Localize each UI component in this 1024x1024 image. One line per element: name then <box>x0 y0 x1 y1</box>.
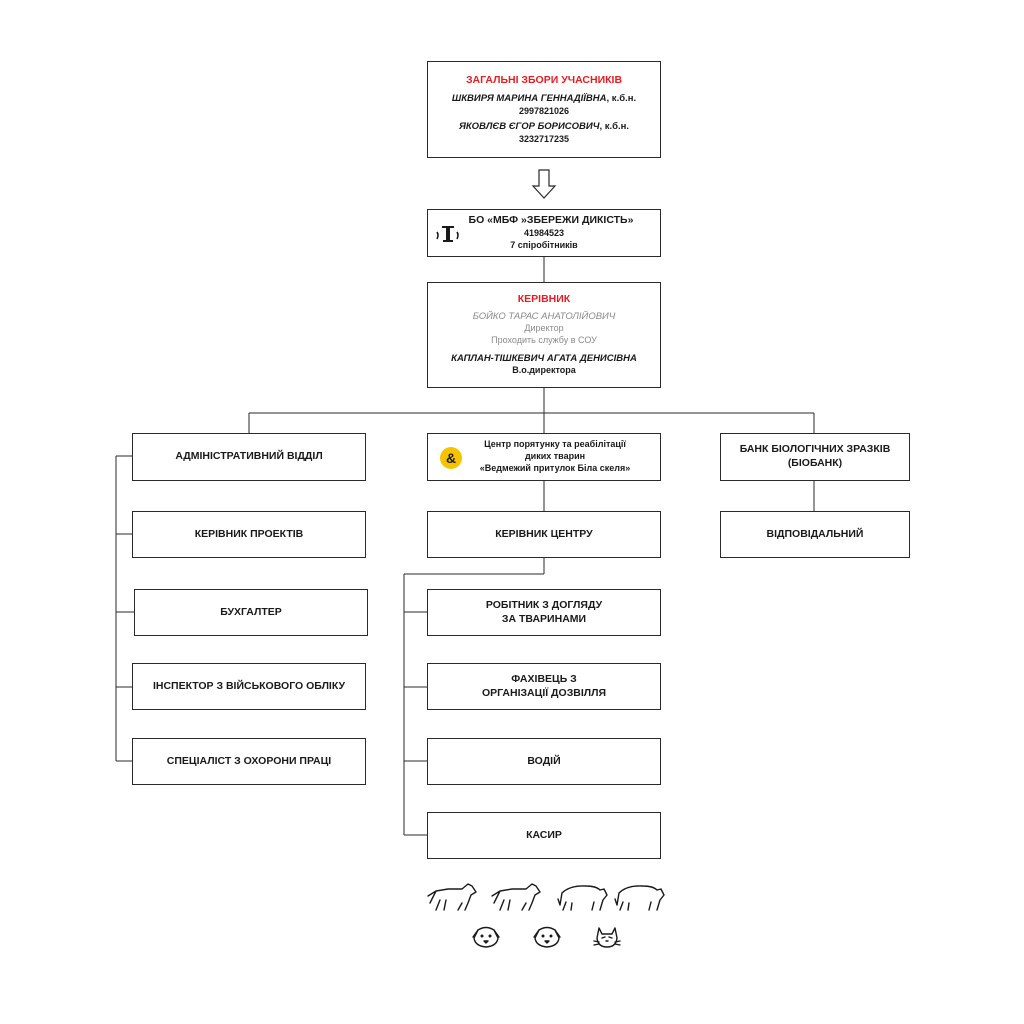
center-item-driver: ВОДІЙ <box>427 738 661 785</box>
dog-icon <box>533 926 561 948</box>
admin-department-title: АДМІНІСТРАТИВНИЙ ВІДДІЛ <box>175 450 323 463</box>
center-manager-box: КЕРІВНИК ЦЕНТРУ <box>427 511 661 558</box>
admin-item-accountant: БУХГАЛТЕР <box>134 589 368 636</box>
head-person-2-name: КАПЛАН-ТІШКЕВИЧ АГАТА ДЕНИСІВНА <box>451 352 637 364</box>
down-arrow-icon <box>531 169 557 199</box>
biobank-box: БАНК БІОЛОГІЧНИХ ЗРАЗКІВ (БІОБАНК) <box>720 433 910 481</box>
dog-icon <box>472 926 500 948</box>
head-box: КЕРІВНИК БОЙКО ТАРАС АНАТОЛІЙОВИЧ Директ… <box>427 282 661 388</box>
ampersand-logo-icon: & <box>440 447 462 469</box>
rescue-center-title-2: диких тварин <box>524 451 586 462</box>
center-item-cashier: КАСИР <box>427 812 661 859</box>
member-2-id: 3232717235 <box>518 133 570 144</box>
organization-code: 41984523 <box>523 228 565 239</box>
center-item-leisure-specialist: ФАХІВЕЦЬ З ОРГАНІЗАЦІЇ ДОЗВІЛЛЯ <box>427 663 661 710</box>
biobank-title-1: БАНК БІОЛОГІЧНИХ ЗРАЗКІВ <box>739 443 891 456</box>
member-1-id: 2997821026 <box>518 105 570 116</box>
member-2: ЯКОВЛЄВ ЄГОР БОРИСОВИЧ, к.б.н. <box>458 121 630 133</box>
head-person-1-role: Директор <box>524 323 564 334</box>
biobank-responsible-box: ВІДПОВІДАЛЬНИЙ <box>720 511 910 558</box>
admin-item-safety-specialist: СПЕЦІАЛІСТ З ОХОРОНИ ПРАЦІ <box>132 738 366 785</box>
admin-department-box: АДМІНІСТРАТИВНИЙ ВІДДІЛ <box>132 433 366 481</box>
head-person-1-name: БОЙКО ТАРАС АНАТОЛІЙОВИЧ <box>472 310 616 322</box>
rescue-center-box: & Центр порятунку та реабілітації диких … <box>427 433 661 481</box>
admin-item-military-inspector: ІНСПЕКТОР З ВІЙСЬКОВОГО ОБЛІКУ <box>132 663 366 710</box>
organization-staff: 7 спіробітників <box>510 239 578 250</box>
bear-icon <box>557 885 608 911</box>
rescue-center-title-1: Центр порятунку та реабілітації <box>484 439 626 450</box>
biobank-title-2: (БІОБАНК) <box>787 457 843 469</box>
rescue-center-title-3: «Ведмежий притулок Біла скеля» <box>479 462 631 473</box>
head-person-2-role: В.о.директора <box>512 365 576 375</box>
general-meeting-box: ЗАГАЛЬНІ ЗБОРИ УЧАСНИКІВ ШКВИРЯ МАРИНА Г… <box>427 61 661 158</box>
head-title: КЕРІВНИК <box>517 293 571 306</box>
head-person-1-note: Проходить службу в СОУ <box>491 334 597 345</box>
organization-box: БО «МБФ »ЗБЕРЕЖИ ДИКІСТЬ» 41984523 7 спі… <box>427 209 661 257</box>
wolf-icon <box>491 883 541 911</box>
wolf-icon <box>427 883 477 911</box>
cat-icon <box>593 927 621 948</box>
member-1: ШКВИРЯ МАРИНА ГЕННАДІЇВНА, к.б.н. <box>451 93 637 105</box>
center-item-animal-care-worker: РОБІТНИК З ДОГЛЯДУ ЗА ТВАРИНАМИ <box>427 589 661 636</box>
admin-item-project-manager: КЕРІВНИК ПРОЕКТІВ <box>132 511 366 558</box>
organization-name: БО «МБФ »ЗБЕРЕЖИ ДИКІСТЬ» <box>468 214 634 227</box>
bear-icon <box>614 885 665 911</box>
foundation-logo-icon <box>436 226 459 242</box>
general-meeting-title: ЗАГАЛЬНІ ЗБОРИ УЧАСНИКІВ <box>465 73 623 86</box>
